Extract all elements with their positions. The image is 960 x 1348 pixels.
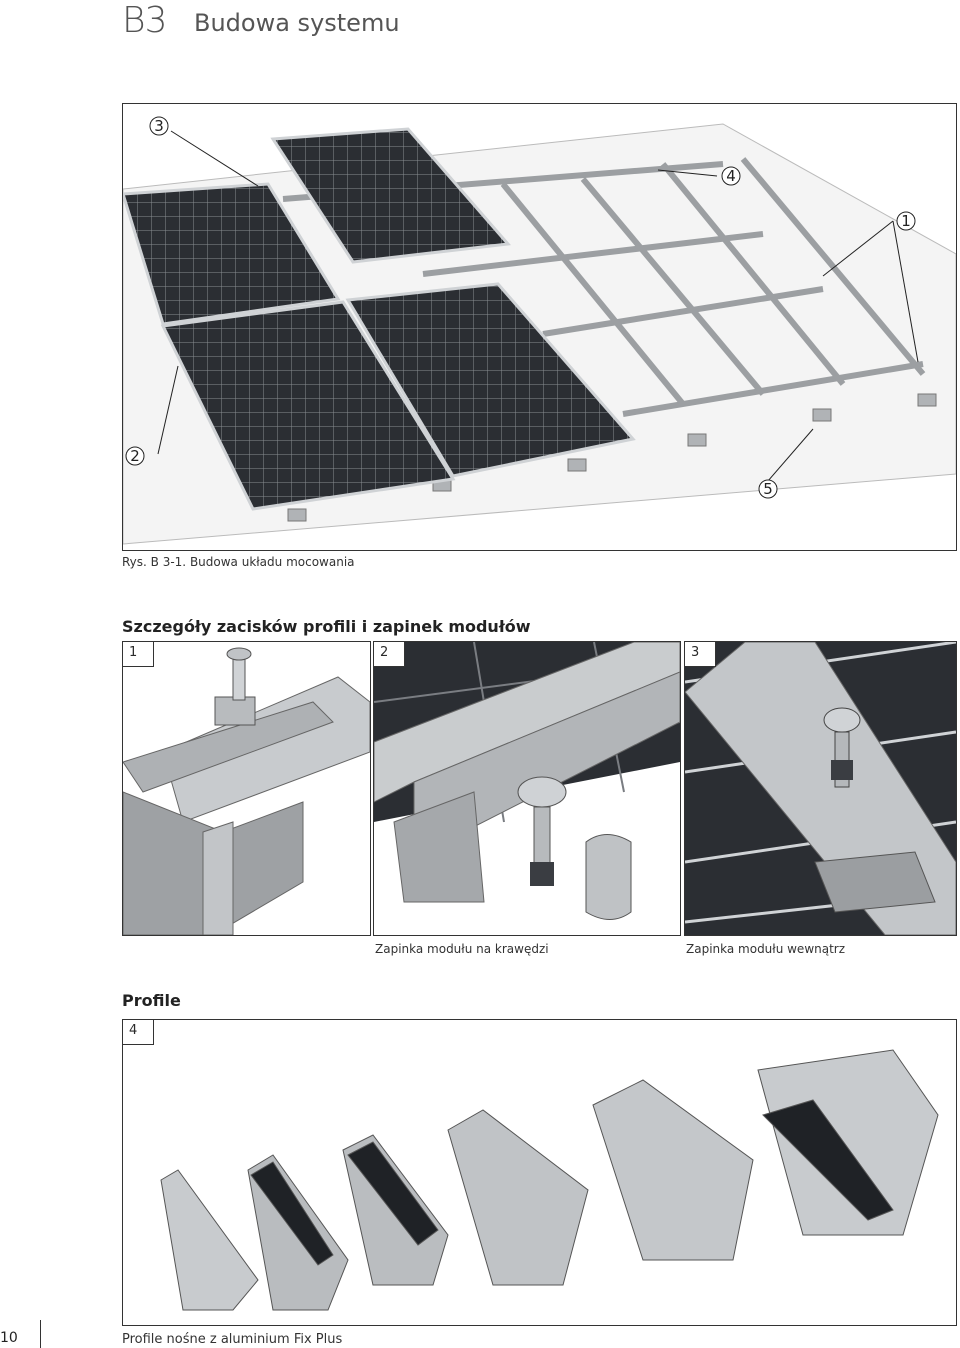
profiles-illustration [160, 1049, 939, 1311]
profiles-panel [122, 1019, 957, 1326]
solar-modules [123, 127, 636, 511]
detail-panel-3 [684, 641, 957, 936]
detail-3-caption: Zapinka modułu wewnątrz [686, 942, 846, 956]
svg-text:5: 5 [763, 480, 773, 498]
figure-caption: Rys. B 3-1. Budowa układu mocowania [122, 555, 355, 569]
rail-clamp-illustration [123, 642, 370, 935]
profiles-number: 4 [122, 1019, 154, 1045]
detail-1-number: 1 [122, 641, 154, 667]
mounting-system-illustration: 3 4 1 2 5 [123, 116, 956, 545]
callout-2: 2 [125, 446, 145, 466]
callout-3: 3 [149, 116, 169, 136]
detail-2-caption: Zapinka modułu na krawędzi [375, 942, 549, 956]
profiles-caption: Profile nośne z aluminium Fix Plus [122, 1332, 343, 1347]
footer-divider [40, 1320, 41, 1348]
callout-5: 5 [758, 479, 778, 499]
detail-2-number: 2 [373, 641, 405, 667]
edge-clip-illustration [374, 642, 680, 920]
svg-text:2: 2 [130, 447, 140, 465]
svg-text:3: 3 [154, 117, 164, 135]
callout-1: 1 [896, 211, 916, 231]
chapter-title: Budowa systemu [194, 9, 400, 37]
svg-text:1: 1 [901, 212, 911, 230]
page-number: 10 [0, 1330, 18, 1346]
detail-panel-1 [122, 641, 371, 936]
detail-3-number: 3 [684, 641, 716, 667]
callout-4: 4 [721, 166, 741, 186]
details-heading: Szczegóły zacisków profili i zapinek mod… [122, 617, 531, 636]
roof-feet [287, 393, 937, 522]
middle-clip-illustration [685, 642, 956, 935]
profiles-heading: Profile [122, 991, 181, 1010]
system-illustration-frame: 3 4 1 2 5 [122, 103, 957, 551]
detail-panel-2 [373, 641, 681, 936]
svg-text:4: 4 [726, 167, 736, 185]
chapter-code: B3 [122, 0, 167, 41]
